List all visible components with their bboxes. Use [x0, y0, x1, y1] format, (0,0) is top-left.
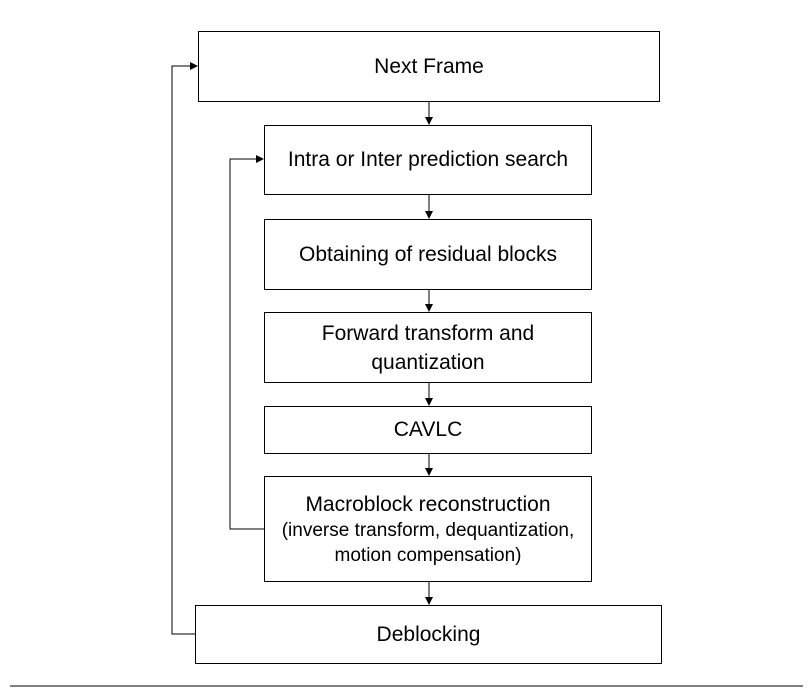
residual-blocks-box: Obtaining of residual blocks [264, 219, 592, 290]
cavlc-box: CAVLC [264, 406, 592, 454]
deblocking-box: Deblocking [195, 605, 662, 664]
macroblock-reconstruction-box: Macroblock reconstruction (inverse trans… [264, 476, 592, 582]
residual-blocks-label: Obtaining of residual blocks [299, 242, 557, 266]
feedback-loop-deblocking-to-next-frame [171, 62, 198, 635]
cavlc-label: CAVLC [393, 418, 463, 441]
macroblock-reconstruction-detail-line2: motion compensation) [334, 544, 522, 566]
forward-transform-label-line1: Forward transform and [321, 321, 535, 345]
deblocking-label: Deblocking [376, 622, 481, 646]
forward-transform-box: Forward transform and quantization [264, 312, 592, 383]
forward-transform-label-line2: quantization [371, 350, 485, 374]
macroblock-reconstruction-detail-line1: (inverse transform, dequantization, [281, 519, 575, 541]
next-frame-box: Next Frame [198, 31, 660, 102]
prediction-search-box: Intra or Inter prediction search [264, 125, 592, 195]
next-frame-label: Next Frame [374, 54, 484, 78]
feedback-loop-reconstruction-to-prediction [229, 155, 264, 530]
prediction-search-label: Intra or Inter prediction search [287, 148, 569, 171]
macroblock-reconstruction-label: Macroblock reconstruction [305, 492, 551, 516]
